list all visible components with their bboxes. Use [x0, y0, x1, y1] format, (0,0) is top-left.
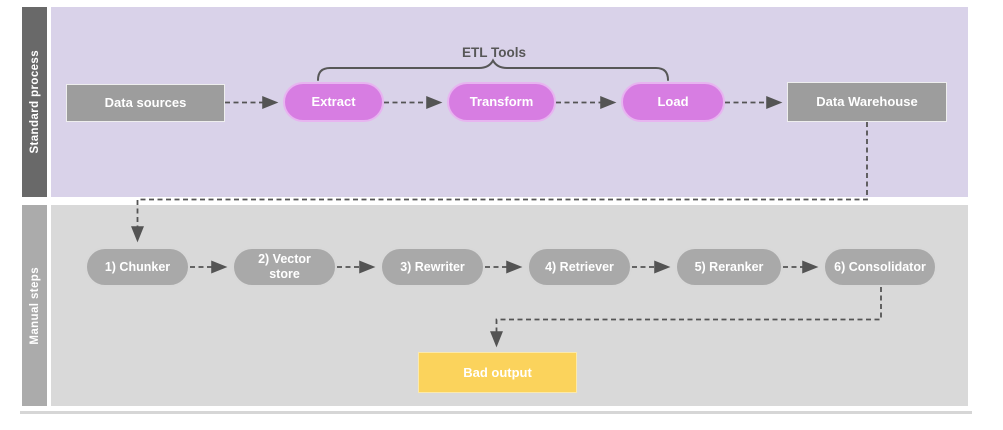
node-bad-output: Bad output — [418, 352, 577, 393]
node-data-sources: Data sources — [66, 84, 225, 122]
node-load: Load — [621, 82, 725, 122]
page-bottom-rule — [20, 411, 972, 414]
node-vector-store: 2) Vector store — [232, 247, 337, 287]
lane-standard-process-sidebar: Standard process — [22, 7, 47, 197]
node-chunker: 1) Chunker — [85, 247, 190, 287]
node-rewriter: 3) Rewriter — [380, 247, 485, 287]
lane-standard-process-label: Standard process — [28, 50, 41, 154]
lane-manual-steps-sidebar: Manual steps — [22, 205, 47, 406]
node-data-warehouse: Data Warehouse — [787, 82, 947, 122]
node-extract: Extract — [283, 82, 384, 122]
node-retriever: 4) Retriever — [527, 247, 632, 287]
node-transform: Transform — [447, 82, 556, 122]
node-reranker: 5) Reranker — [675, 247, 783, 287]
etl-tools-annotation: ETL Tools — [462, 45, 526, 60]
lane-manual-steps-label: Manual steps — [28, 266, 41, 345]
node-consolidator: 6) Consolidator — [823, 247, 937, 287]
